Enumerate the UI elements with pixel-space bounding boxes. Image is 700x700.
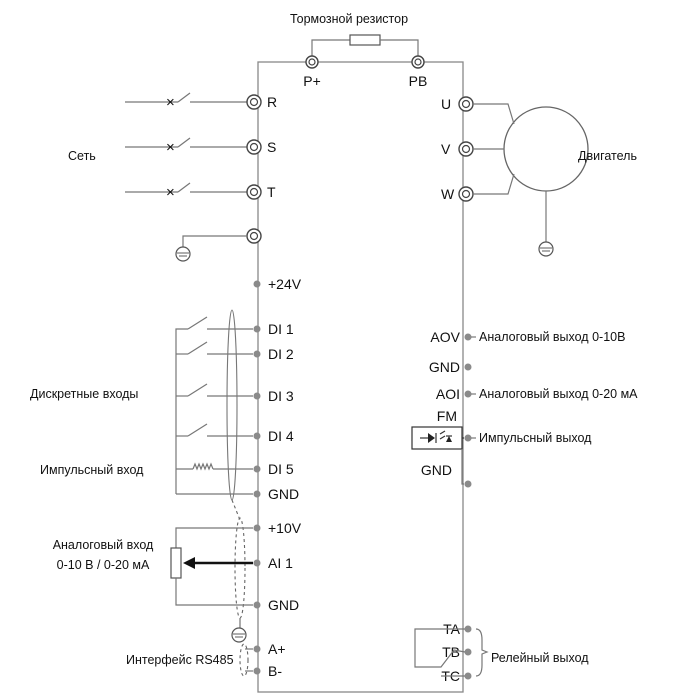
terminal-a-plus: A+	[268, 641, 286, 657]
drive-enclosure	[257, 61, 464, 693]
terminal-u: U	[441, 96, 451, 112]
relay-contacts-icon	[414, 628, 489, 677]
terminal-v: V	[441, 141, 451, 157]
brake-resistor-label: Тормозной резистор	[290, 12, 408, 26]
control-terminal-dots-left	[253, 280, 261, 675]
optocoupler-icon	[411, 426, 464, 485]
analog-input-label-line1: Аналоговый вход	[53, 538, 154, 552]
potentiometer-icon	[170, 527, 253, 606]
shielded-cable	[231, 499, 253, 677]
ground-icon	[175, 235, 247, 262]
analog-out-v-label: Аналоговый выход 0-10В	[479, 330, 625, 344]
digital-input-switches	[175, 309, 253, 501]
rs485-label: Интерфейс RS485	[126, 653, 234, 667]
terminal-b-minus: B-	[268, 663, 282, 679]
terminal-p-plus: P+	[303, 73, 321, 89]
analog-out-i-label: Аналоговый выход 0-20 мА	[479, 387, 638, 401]
terminal-gnd-left-2: GND	[268, 597, 299, 613]
terminal-ai1: AI 1	[268, 555, 293, 571]
terminal-fm: FM	[437, 408, 457, 424]
terminal-di5: DI 5	[268, 461, 294, 477]
terminal-s: S	[267, 139, 276, 155]
relay-out-label: Релейный выход	[491, 651, 589, 665]
pulse-input-label: Импульсный вход	[40, 463, 144, 477]
power-terminals-left	[246, 94, 262, 244]
terminal-w: W	[441, 186, 455, 202]
terminal-t: T	[267, 184, 276, 200]
fuse-cross-t: ×	[166, 184, 175, 201]
analog-output-leaders	[471, 336, 476, 439]
motor-label: Двигатель	[578, 149, 637, 163]
pulse-out-label: Импульсный выход	[479, 431, 592, 445]
terminal-gnd-right-1: GND	[429, 359, 460, 375]
terminal-pb: PB	[409, 73, 428, 89]
network-label: Сеть	[68, 149, 96, 163]
mains-lines	[125, 92, 248, 193]
power-terminals-right	[458, 96, 474, 202]
fuse-cross-r: ×	[166, 94, 175, 111]
terminal-gnd-left-1: GND	[268, 486, 299, 502]
analog-input-label-line2: 0-10 В / 0-20 мА	[57, 558, 150, 572]
terminal-r: R	[267, 94, 277, 110]
terminal-di3: DI 3	[268, 388, 294, 404]
terminal-tb: TB	[442, 644, 460, 660]
terminal-aoi: AOI	[436, 386, 460, 402]
brake-resistor	[305, 34, 425, 69]
terminal-aov: AOV	[430, 329, 460, 345]
terminal-24v: +24V	[268, 276, 302, 292]
terminal-di2: DI 2	[268, 346, 294, 362]
terminal-gnd-right-2: GND	[421, 462, 452, 478]
terminal-di4: DI 4	[268, 428, 294, 444]
terminal-10v: +10V	[268, 520, 302, 536]
terminal-di1: DI 1	[268, 321, 294, 337]
control-terminal-dots-right	[464, 333, 472, 680]
digital-inputs-label: Дискретные входы	[30, 387, 138, 401]
motor-icon	[473, 103, 589, 257]
fuse-cross-s: ×	[166, 139, 175, 156]
